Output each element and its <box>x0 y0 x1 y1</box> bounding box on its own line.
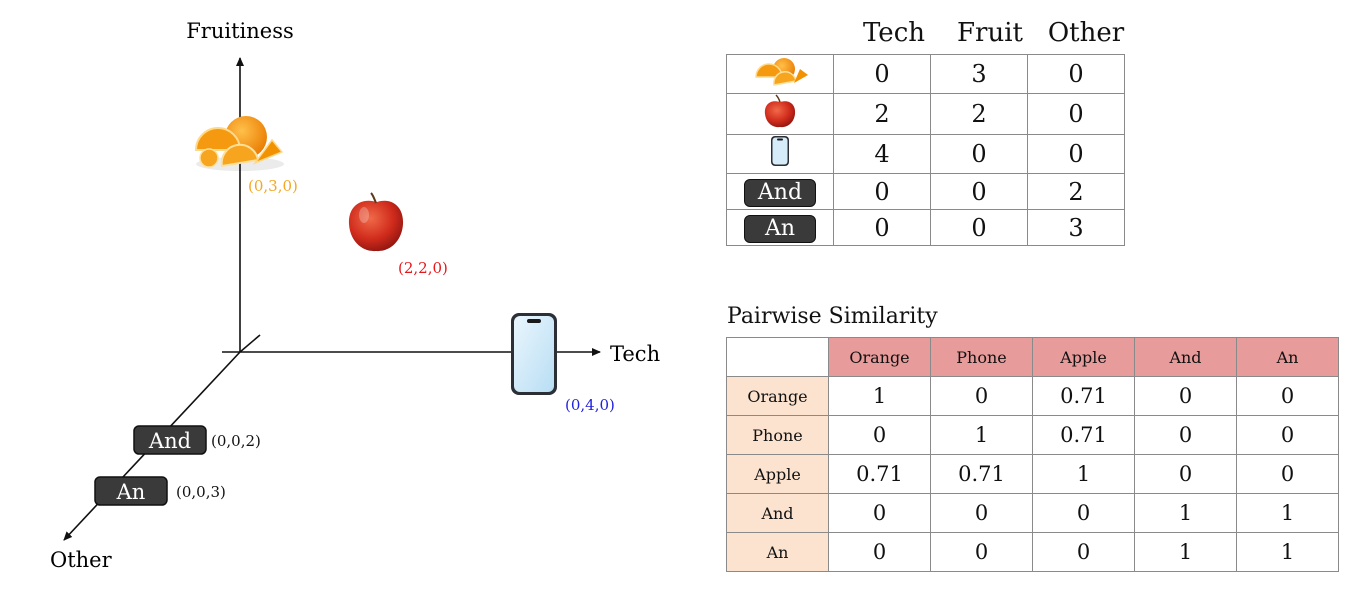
phone-coord-label: (0,4,0) <box>565 396 615 414</box>
cell-value: 0 <box>1236 376 1339 416</box>
row-header: Orange <box>726 376 829 416</box>
corner-cell <box>726 337 829 377</box>
cell-value: 1 <box>1032 454 1135 494</box>
table-row: 0 3 0 <box>726 54 1125 94</box>
col-header-other: Other <box>1047 18 1125 48</box>
cell-value: 1 <box>930 415 1033 455</box>
cell-value: 0.71 <box>930 454 1033 494</box>
embedding-space-diagram: Fruitiness Tech Other (0,3,0) (2,2,0) (0… <box>50 19 660 572</box>
apple-coord-label: (2,2,0) <box>398 259 448 277</box>
table-row: 4 0 0 <box>726 134 1125 174</box>
cell-value: 1 <box>1134 493 1237 533</box>
z-axis-label: Other <box>50 548 113 572</box>
and-word-pill: And <box>744 178 816 207</box>
y-axis-label: Fruitiness <box>186 19 294 43</box>
cell-value: 0 <box>1236 454 1339 494</box>
table-row: Apple 0.71 0.71 1 0 0 <box>726 454 1339 494</box>
cell-value: 1 <box>828 376 931 416</box>
col-header: Orange <box>828 337 931 377</box>
cell-value: 0 <box>1134 376 1237 416</box>
row-word-cell: And <box>726 173 834 210</box>
svg-text:An: An <box>116 480 146 504</box>
orange-coord-label: (0,3,0) <box>248 177 298 195</box>
row-header: An <box>726 532 829 572</box>
cell-value: 0 <box>833 209 931 246</box>
cell-value: 1 <box>1134 532 1237 572</box>
col-header-fruit: Fruit <box>957 18 1023 48</box>
cell-value: 0.71 <box>1032 376 1135 416</box>
cell-value: 1 <box>1236 493 1339 533</box>
orange-icon <box>194 116 284 171</box>
cell-value: 0 <box>1027 93 1125 135</box>
svg-text:And: And <box>148 429 191 453</box>
cell-value: 2 <box>833 93 931 135</box>
cell-value: 0 <box>1134 415 1237 455</box>
cell-value: 0.71 <box>828 454 931 494</box>
cell-value: 0 <box>930 209 1028 246</box>
cell-value: 1 <box>1236 532 1339 572</box>
and-word-pill: And <box>133 425 207 455</box>
cell-value: 3 <box>930 54 1028 94</box>
table-header-row: Orange Phone Apple And An <box>726 337 1339 377</box>
row-word-cell: An <box>726 209 834 246</box>
col-header: And <box>1134 337 1237 377</box>
cell-value: 0 <box>1236 415 1339 455</box>
an-word-pill: An <box>94 476 168 506</box>
cell-value: 0 <box>828 415 931 455</box>
an-word-pill: An <box>744 214 816 243</box>
phone-icon <box>511 313 557 395</box>
x-axis-label: Tech <box>610 342 660 366</box>
cell-value: 0 <box>833 173 931 210</box>
cell-value: 0 <box>930 134 1028 174</box>
embedding-table-header: Tech Fruit Other <box>846 18 1136 54</box>
cell-value: 0 <box>930 173 1028 210</box>
col-header: An <box>1236 337 1339 377</box>
table-row: Orange 1 0 0.71 0 0 <box>726 376 1339 416</box>
cell-value: 0 <box>1032 532 1135 572</box>
table-row: Phone 0 1 0.71 0 0 <box>726 415 1339 455</box>
row-header: Apple <box>726 454 829 494</box>
cell-value: 0 <box>828 532 931 572</box>
cell-value: 0.71 <box>1032 415 1135 455</box>
col-header: Phone <box>930 337 1033 377</box>
embedding-table: 0 3 0 2 2 0 4 0 0 And 0 <box>726 54 1125 246</box>
an-coord-label: (0,0,3) <box>176 483 226 501</box>
cell-value: 0 <box>930 376 1033 416</box>
cell-value: 4 <box>833 134 931 174</box>
cell-value: 0 <box>828 493 931 533</box>
table-row: An 0 0 0 1 1 <box>726 532 1339 572</box>
similarity-table-title: Pairwise Similarity <box>727 304 938 329</box>
similarity-table: Orange Phone Apple And An Orange 1 0 0.7… <box>726 337 1339 572</box>
table-row: An 0 0 3 <box>726 209 1125 246</box>
col-header: Apple <box>1032 337 1135 377</box>
and-coord-label: (0,0,2) <box>211 432 261 450</box>
table-row: And 0 0 2 <box>726 173 1125 210</box>
cell-value: 0 <box>1027 54 1125 94</box>
row-icon-cell <box>726 134 834 174</box>
row-header: Phone <box>726 415 829 455</box>
cell-value: 0 <box>930 532 1033 572</box>
table-row: And 0 0 0 1 1 <box>726 493 1339 533</box>
cell-value: 2 <box>930 93 1028 135</box>
col-header-tech: Tech <box>862 18 926 48</box>
cell-value: 2 <box>1027 173 1125 210</box>
cell-value: 0 <box>833 54 931 94</box>
z-axis-back <box>239 334 261 353</box>
cell-value: 0 <box>1134 454 1237 494</box>
phone-icon <box>771 136 789 166</box>
apple-icon <box>764 94 796 128</box>
cell-value: 0 <box>1027 134 1125 174</box>
table-row: 2 2 0 <box>726 93 1125 135</box>
row-header: And <box>726 493 829 533</box>
apple-icon <box>348 192 404 252</box>
cell-value: 0 <box>930 493 1033 533</box>
cell-value: 3 <box>1027 209 1125 246</box>
orange-icon <box>755 58 808 86</box>
cell-value: 0 <box>1032 493 1135 533</box>
row-icon-cell <box>726 93 834 135</box>
row-icon-cell <box>726 54 834 94</box>
